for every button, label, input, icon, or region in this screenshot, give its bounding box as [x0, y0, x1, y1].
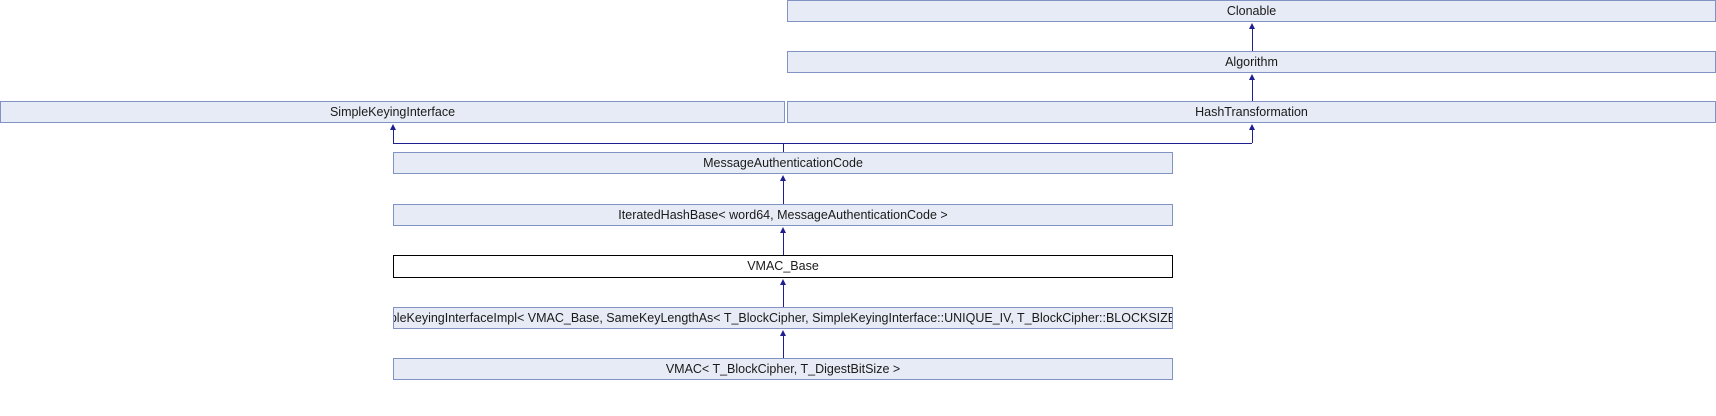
arrowhead-icon: [780, 227, 786, 233]
edge-segment-horizontal: [393, 143, 783, 144]
node-message-authentication-code[interactable]: MessageAuthenticationCode: [393, 152, 1173, 174]
node-label: SimpleKeyingInterface: [329, 104, 456, 119]
node-label: SimpleKeyingInterfaceImpl< VMAC_Base, Sa…: [393, 310, 1173, 325]
node-hash-transformation[interactable]: HashTransformation: [787, 101, 1716, 123]
node-simple-keying-interface[interactable]: SimpleKeyingInterface: [0, 101, 785, 123]
node-iterated-hash-base[interactable]: IteratedHashBase< word64, MessageAuthent…: [393, 204, 1173, 226]
arrowhead-icon: [1249, 74, 1255, 80]
edge-segment-vertical: [783, 283, 784, 307]
arrowhead-icon: [780, 279, 786, 285]
node-label: Algorithm: [1225, 54, 1278, 69]
node-label: VMAC< T_BlockCipher, T_DigestBitSize >: [665, 361, 901, 376]
node-algorithm[interactable]: Algorithm: [787, 51, 1716, 73]
edge-segment-horizontal: [783, 143, 1252, 144]
node-vmac-base[interactable]: VMAC_Base: [393, 255, 1173, 278]
arrowhead-icon: [780, 330, 786, 336]
edge-segment-vertical: [1252, 27, 1253, 51]
edge-segment-vertical: [783, 334, 784, 358]
arrowhead-icon: [1249, 124, 1255, 130]
node-label: MessageAuthenticationCode: [703, 155, 863, 170]
edge-segment-vertical: [783, 143, 784, 152]
edge-segment-vertical: [783, 231, 784, 255]
node-label: VMAC_Base: [747, 259, 819, 274]
node-label: Clonable: [1226, 3, 1277, 18]
arrowhead-icon: [1249, 23, 1255, 29]
edge-segment-vertical: [1252, 78, 1253, 101]
arrowhead-icon: [390, 124, 396, 130]
edge-segment-vertical: [783, 179, 784, 204]
arrowhead-icon: [780, 175, 786, 181]
node-simple-keying-interface-impl[interactable]: SimpleKeyingInterfaceImpl< VMAC_Base, Sa…: [393, 307, 1173, 329]
node-vmac-template[interactable]: VMAC< T_BlockCipher, T_DigestBitSize >: [393, 358, 1173, 380]
node-label: IteratedHashBase< word64, MessageAuthent…: [618, 207, 948, 222]
edge-segment-vertical: [393, 128, 394, 143]
node-clonable[interactable]: Clonable: [787, 0, 1716, 22]
edge-segment-vertical: [1252, 128, 1253, 143]
node-label: HashTransformation: [1195, 104, 1308, 119]
